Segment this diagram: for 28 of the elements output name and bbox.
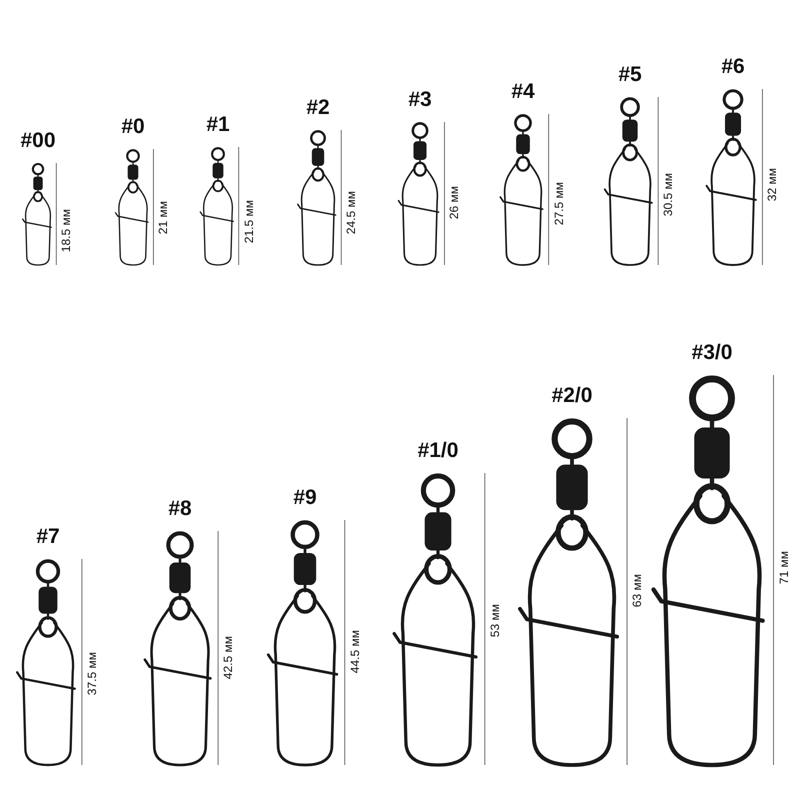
size-label: #1/0 xyxy=(418,439,458,463)
dimension-label: 71 мм xyxy=(776,550,790,584)
dimension-label: 24.5 мм xyxy=(344,190,358,234)
size-label: #9 xyxy=(293,486,317,510)
dimension-label: 26 мм xyxy=(447,186,462,220)
size-label: #2 xyxy=(306,96,330,120)
dimension-label: 53 мм xyxy=(488,604,502,638)
size-label: #3 xyxy=(408,88,432,112)
dimension-label: 32 мм xyxy=(765,168,780,202)
dimension-label: 21 мм xyxy=(156,201,170,234)
size-label: #00 xyxy=(20,129,56,153)
dimension-label: 21.5 мм xyxy=(242,200,256,244)
size-label: #1 xyxy=(206,113,230,137)
size-label: #6 xyxy=(721,55,745,79)
dimension-label: 37.5 мм xyxy=(84,652,99,695)
dimension-label: 30.5 мм xyxy=(661,172,676,216)
dimension-label: 18.5 мм xyxy=(59,208,74,252)
size-label: #0 xyxy=(121,115,145,139)
dimension-label: 44.5 мм xyxy=(348,630,362,674)
size-label: #2/0 xyxy=(552,384,592,408)
dimension-label: 63 мм xyxy=(630,574,644,608)
size-label: #4 xyxy=(511,80,535,104)
size-label: #3/0 xyxy=(692,341,732,365)
size-label: #5 xyxy=(618,63,642,87)
size-label: #8 xyxy=(168,497,192,521)
dimension-label: 42.5 мм xyxy=(221,636,236,680)
dimension-label: 27.5 мм xyxy=(552,182,566,226)
size-label: #7 xyxy=(36,525,60,549)
